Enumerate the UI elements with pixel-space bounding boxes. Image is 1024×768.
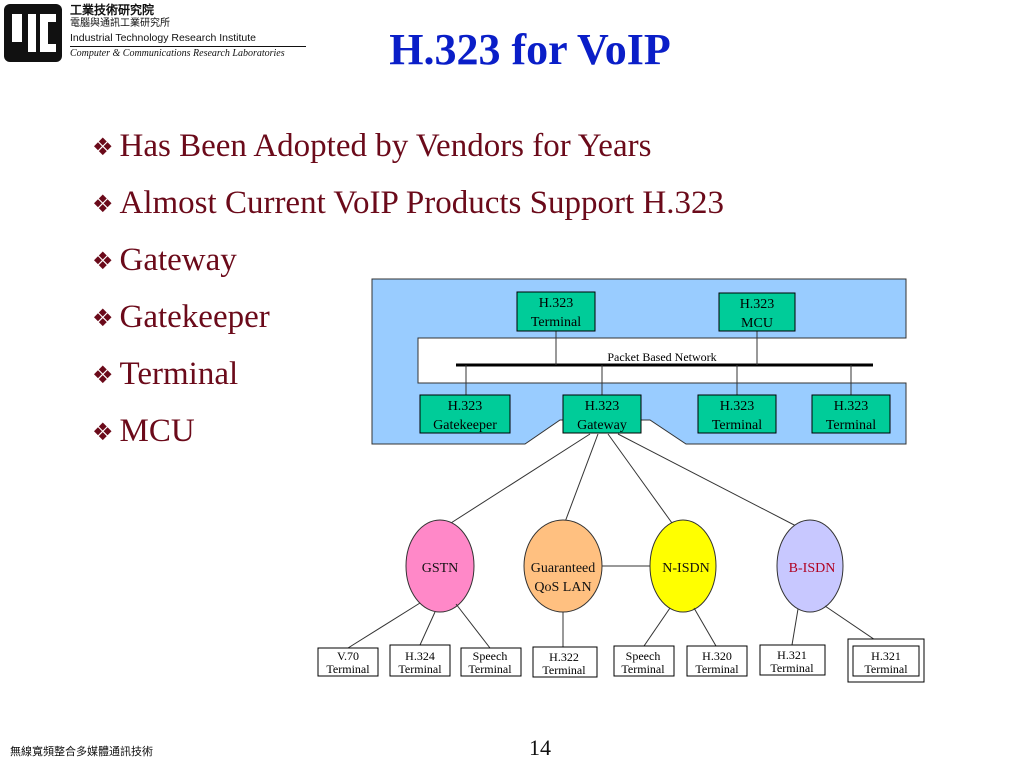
connector-line xyxy=(607,433,673,524)
svg-text:H.324: H.324 xyxy=(405,649,435,663)
bullet-text: Has Been Adopted by Vendors for Years xyxy=(119,128,652,164)
svg-text:H.320: H.320 xyxy=(702,649,732,663)
connector-line xyxy=(643,607,671,647)
terminal-h322: H.322 Terminal xyxy=(532,646,598,678)
bullet-item: ❖Has Been Adopted by Vendors for Years xyxy=(92,118,724,175)
connector-line xyxy=(791,608,799,646)
lab-name-cn: 電腦與通訊工業研究所 xyxy=(70,18,170,29)
bullet-text: Terminal xyxy=(119,356,239,392)
terminal-speech: Speech Terminal xyxy=(613,645,675,677)
bullet-item: ❖Terminal xyxy=(92,346,724,403)
svg-text:N-ISDN: N-ISDN xyxy=(662,561,709,576)
network-label: Packet Based Network xyxy=(607,350,716,364)
bullet-text: MCU xyxy=(119,413,195,449)
svg-text:H.323: H.323 xyxy=(448,399,483,414)
svg-text:Gateway: Gateway xyxy=(577,418,627,433)
svg-text:H.323: H.323 xyxy=(720,399,755,414)
connector-line xyxy=(439,433,591,531)
svg-text:H.321: H.321 xyxy=(777,648,807,662)
bullet-text: Almost Current VoIP Products Support H.3… xyxy=(119,185,724,221)
svg-text:Terminal: Terminal xyxy=(695,662,739,676)
bullet-text: Gateway xyxy=(119,242,237,278)
bullet-list: ❖Has Been Adopted by Vendors for Years ❖… xyxy=(92,118,724,460)
bullet-item: ❖Gatekeeper xyxy=(92,289,724,346)
node-h323-terminal: H.323 Terminal xyxy=(697,394,777,434)
svg-text:Terminal: Terminal xyxy=(864,662,908,676)
node-h323-terminal: H.323 Terminal xyxy=(811,394,891,434)
bullet-text: Gatekeeper xyxy=(119,299,270,335)
svg-text:Speech: Speech xyxy=(626,649,661,663)
svg-text:H.323: H.323 xyxy=(585,399,620,414)
terminal-v70: V.70 Terminal xyxy=(317,647,379,677)
top-node-h323-terminal: H.323 Terminal xyxy=(516,291,596,332)
svg-text:Terminal: Terminal xyxy=(326,662,370,676)
network-guaranteed-qos-lan: Guaranteed QoS LAN xyxy=(523,519,603,613)
footer-text: 無線寬頻整合多媒體通訊技術 xyxy=(10,745,153,758)
network-b-isdn: B-ISDN xyxy=(776,519,844,613)
bullet-item: ❖MCU xyxy=(92,403,724,460)
top-node-h323-mcu: H.323 MCU xyxy=(718,292,796,332)
connector-line xyxy=(693,607,717,647)
svg-text:Gatekeeper: Gatekeeper xyxy=(433,418,497,433)
connector-line xyxy=(564,433,599,523)
page-number: 14 xyxy=(529,735,551,760)
diamond-bullet-icon: ❖ xyxy=(92,132,114,161)
slide-title: H.323 for VoIP xyxy=(389,25,671,74)
svg-text:GSTN: GSTN xyxy=(422,561,459,576)
node-h323-gatekeeper: H.323 Gatekeeper xyxy=(419,394,511,434)
terminal-h320: H.320 Terminal xyxy=(686,645,748,677)
diamond-bullet-icon: ❖ xyxy=(92,417,114,446)
connector-line xyxy=(617,433,801,529)
org-name-en: Industrial Technology Research Institute xyxy=(70,31,306,47)
network-gstn: GSTN xyxy=(405,519,475,613)
svg-text:H.323: H.323 xyxy=(740,297,775,312)
connector-line xyxy=(419,611,436,646)
svg-text:H.321: H.321 xyxy=(871,649,901,663)
svg-text:Terminal: Terminal xyxy=(398,662,442,676)
terminal-h324: H.324 Terminal xyxy=(389,644,451,677)
connector-line xyxy=(347,602,421,649)
diamond-bullet-icon: ❖ xyxy=(92,360,114,389)
svg-text:V.70: V.70 xyxy=(337,649,359,663)
terminal-speech: Speech Terminal xyxy=(460,647,522,677)
svg-text:Guaranteed: Guaranteed xyxy=(531,561,596,576)
network-n-isdn: N-ISDN xyxy=(649,519,717,613)
terminal-h321: H.321 Terminal xyxy=(759,644,826,676)
svg-text:H.322: H.322 xyxy=(549,650,579,664)
svg-text:Terminal: Terminal xyxy=(621,662,665,676)
svg-text:H.323: H.323 xyxy=(834,399,869,414)
diamond-bullet-icon: ❖ xyxy=(92,189,114,218)
terminal-h321-double-frame: H.321 Terminal xyxy=(847,638,925,683)
svg-text:Terminal: Terminal xyxy=(468,662,512,676)
diamond-bullet-icon: ❖ xyxy=(92,246,114,275)
bullet-item: ❖Almost Current VoIP Products Support H.… xyxy=(92,175,724,232)
logo-text: 工業技術研究院 電腦與通訊工業研究所 Industrial Technology… xyxy=(70,3,306,61)
svg-text:H.323: H.323 xyxy=(539,296,574,311)
svg-text:Terminal: Terminal xyxy=(542,663,586,677)
svg-text:Terminal: Terminal xyxy=(712,418,762,433)
svg-text:B-ISDN: B-ISDN xyxy=(789,561,836,576)
svg-text:MCU: MCU xyxy=(741,316,773,331)
bullet-item: ❖Gateway xyxy=(92,232,724,289)
org-name-cn: 工業技術研究院 xyxy=(70,3,155,17)
connector-line xyxy=(455,603,491,649)
node-h323-gateway: H.323 Gateway xyxy=(562,394,642,434)
itri-logo-mark xyxy=(4,4,62,62)
svg-text:Terminal: Terminal xyxy=(770,661,814,675)
itri-logo: 工業技術研究院 電腦與通訊工業研究所 Industrial Technology… xyxy=(0,0,310,70)
svg-text:Terminal: Terminal xyxy=(826,418,876,433)
svg-text:Terminal: Terminal xyxy=(531,315,581,330)
diamond-bullet-icon: ❖ xyxy=(92,303,114,332)
lab-name-en: Computer & Communications Research Labor… xyxy=(70,48,285,59)
svg-text:Speech: Speech xyxy=(473,649,508,663)
svg-text:QoS LAN: QoS LAN xyxy=(534,580,591,595)
